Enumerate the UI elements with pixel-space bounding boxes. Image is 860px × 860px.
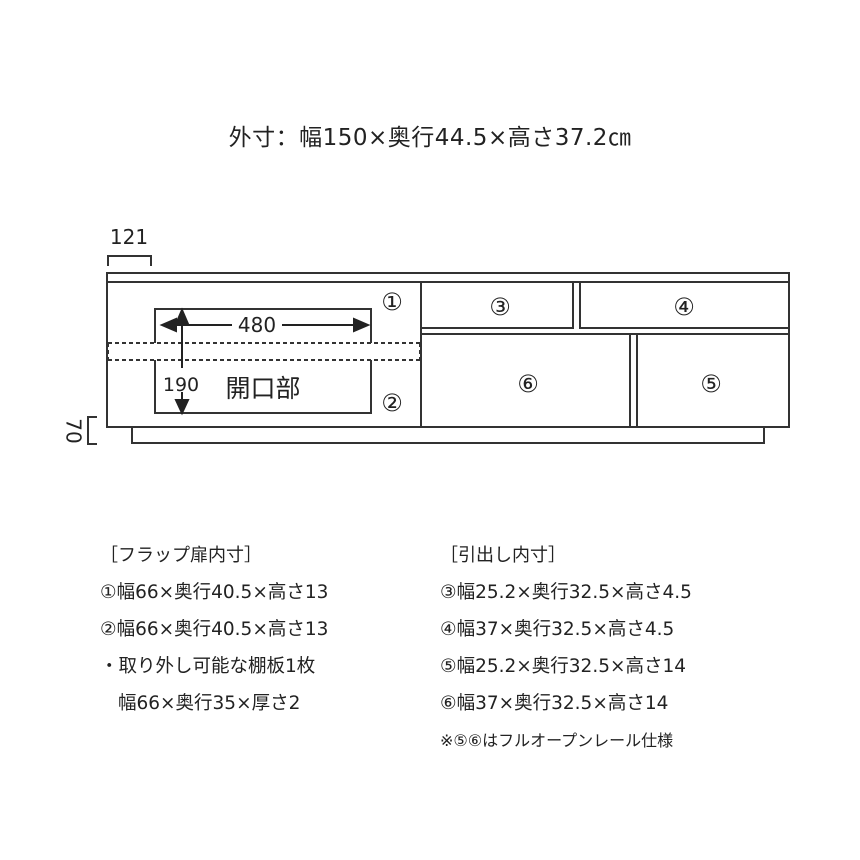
plinth-height-label: 70 <box>62 418 86 443</box>
shelf-dimensions: 幅66×奥行35×厚さ2 <box>118 693 301 714</box>
marker-1: ① <box>381 288 403 316</box>
shelf-note: ・取り外し可能な棚板1枚 <box>100 656 316 677</box>
drawer-6 <box>420 333 631 428</box>
full-open-rail-note: ※⑤⑥はフルオープンレール仕様 <box>440 731 674 750</box>
arrow-head-up-icon <box>174 307 190 325</box>
drawer-4 <box>579 281 790 329</box>
drawer-3 <box>420 281 574 329</box>
drawer-item-4: ④幅37×奥行32.5×高さ4.5 <box>440 619 675 640</box>
drawer-item-6: ⑥幅37×奥行32.5×高さ14 <box>440 693 669 714</box>
marker-2: ② <box>381 389 403 417</box>
top-thickness-label: 121 <box>110 225 148 249</box>
plinth-height-bracket <box>87 416 97 445</box>
flap-item-2: ②幅66×奥行40.5×高さ13 <box>100 619 329 640</box>
marker-4: ④ <box>673 293 695 321</box>
drawer-5 <box>636 333 790 428</box>
marker-3: ③ <box>489 293 511 321</box>
marker-6: ⑥ <box>517 370 539 398</box>
opening-lower-outline <box>154 360 372 414</box>
marker-5: ⑤ <box>700 370 722 398</box>
flap-heading: ［フラップ扉内寸］ <box>100 545 262 566</box>
arrow-head-right-icon <box>353 317 371 333</box>
removable-shelf-dashed <box>107 342 421 361</box>
plinth <box>131 427 765 444</box>
drawer-inner-dimensions: ［引出し内寸］ ③幅25.2×奥行32.5×高さ4.5 ④幅37×奥行32.5×… <box>440 537 692 759</box>
flap-item-1: ①幅66×奥行40.5×高さ13 <box>100 582 329 603</box>
opening-height-label: 190 <box>163 374 199 396</box>
top-thickness-bracket <box>107 255 152 266</box>
overall-dimensions-title: 外寸：幅150×奥行44.5×高さ37.2㎝ <box>228 125 632 151</box>
opening-width-label: 480 <box>238 313 276 337</box>
opening-upper-outline <box>154 308 372 343</box>
opening-label: 開口部 <box>225 374 300 403</box>
drawer-item-5: ⑤幅25.2×奥行32.5×高さ14 <box>440 656 687 677</box>
drawer-heading: ［引出し内寸］ <box>440 545 566 566</box>
arrow-head-down-icon <box>174 399 190 416</box>
arrow-head-left-icon <box>159 317 177 333</box>
flap-door-inner-dimensions: ［フラップ扉内寸］ ①幅66×奥行40.5×高さ13 ②幅66×奥行40.5×高… <box>100 537 328 722</box>
drawer-item-3: ③幅25.2×奥行32.5×高さ4.5 <box>440 582 692 603</box>
